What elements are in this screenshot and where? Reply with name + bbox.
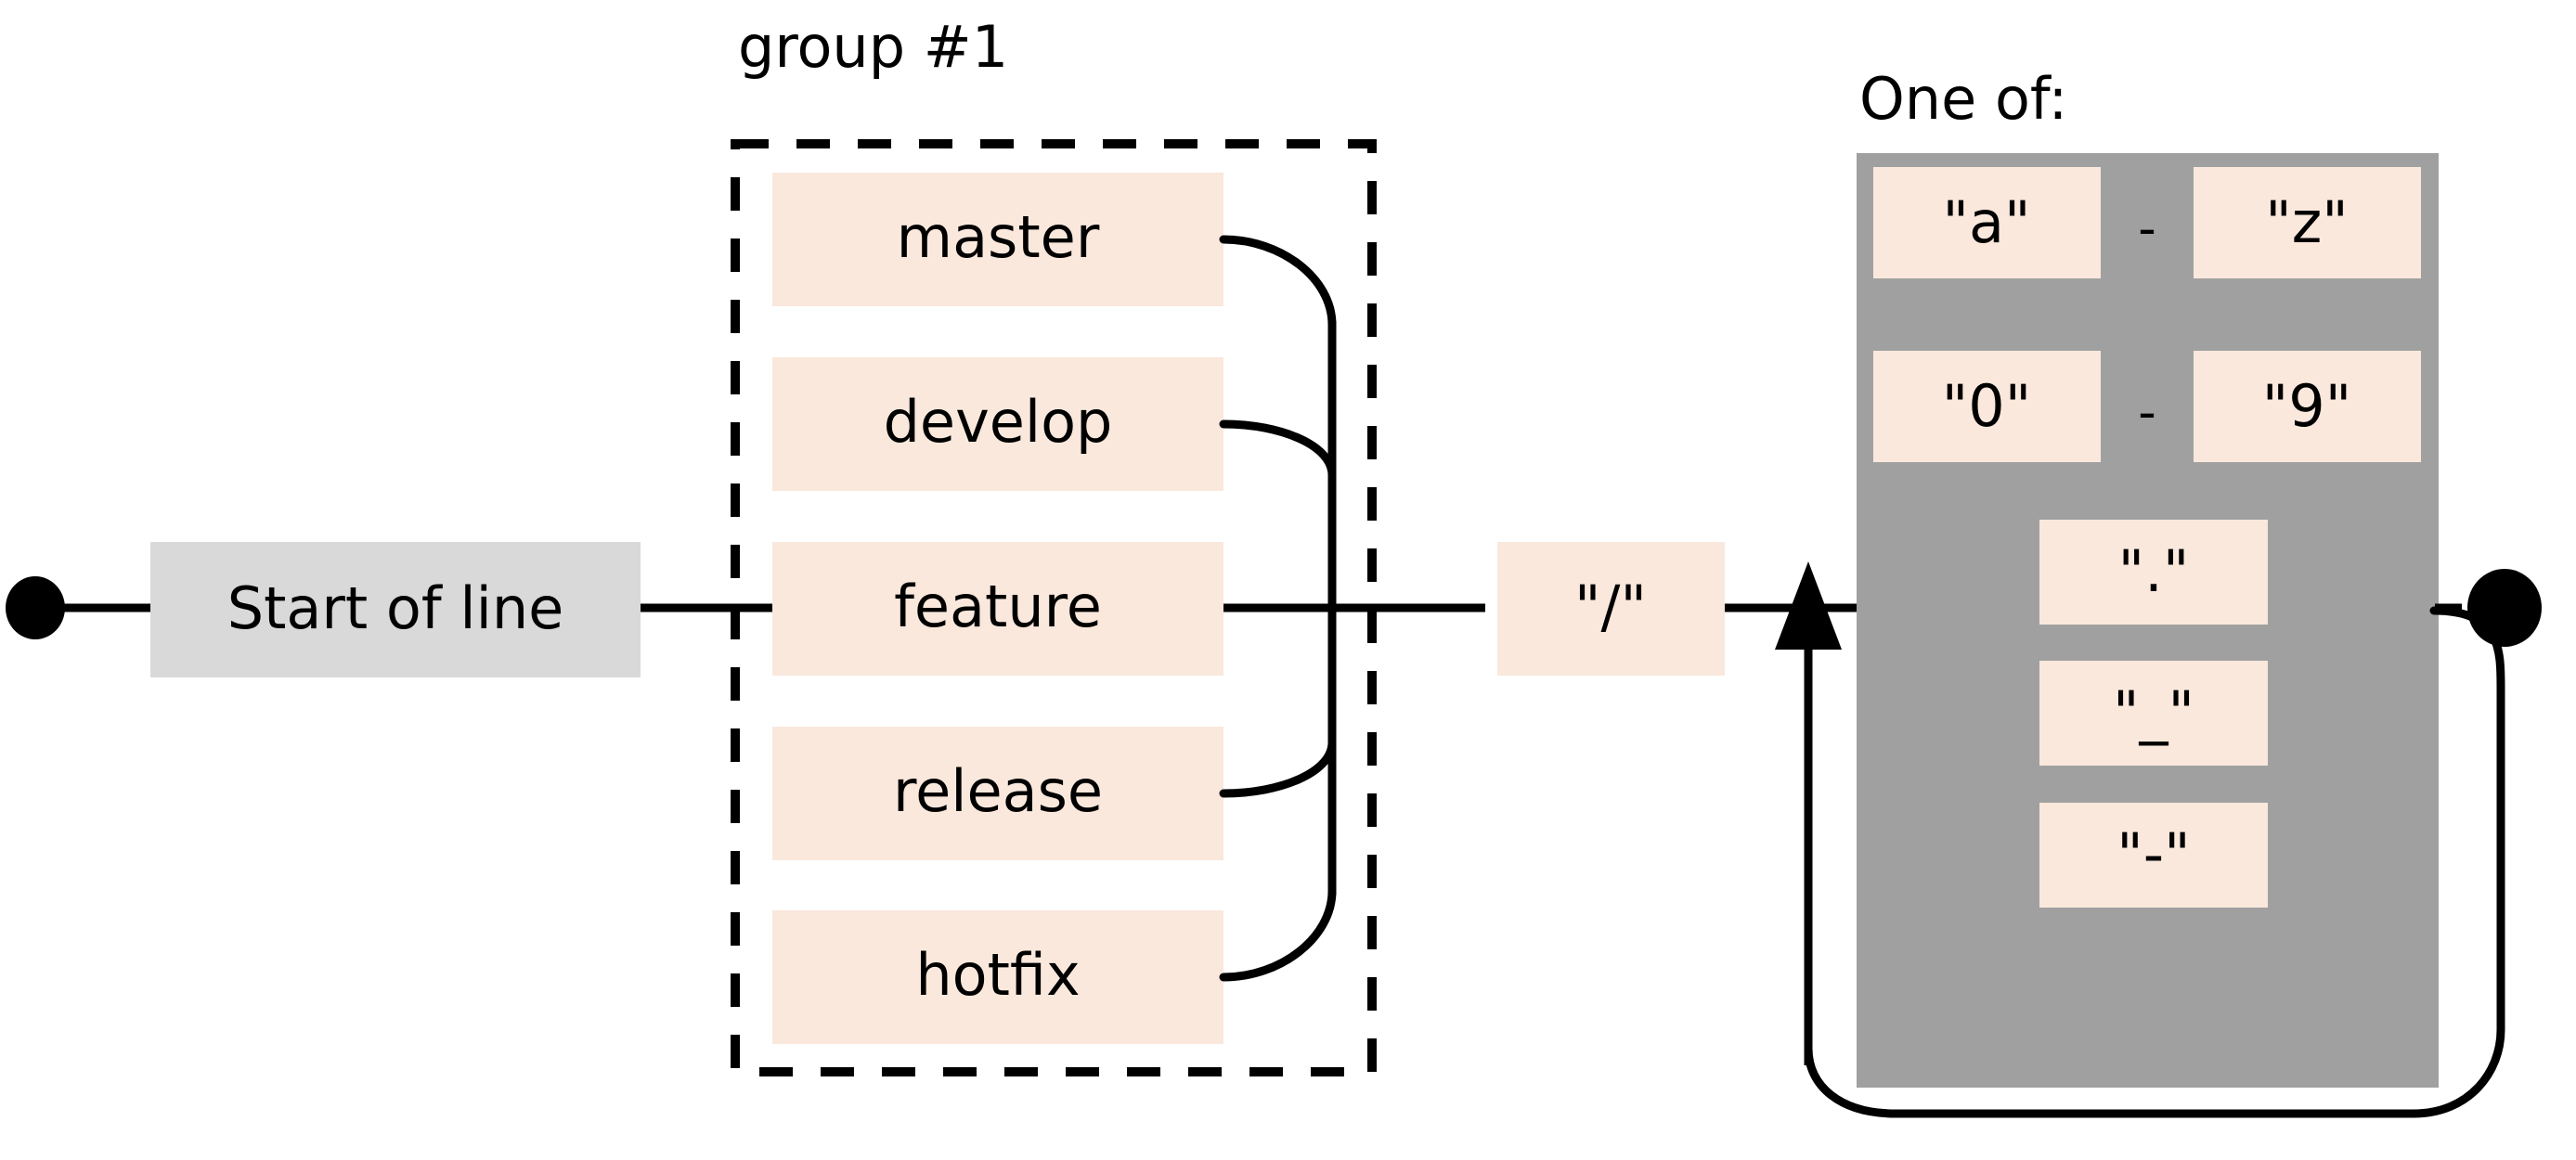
group-connector-1 xyxy=(1219,419,1337,480)
loop-arrowhead-icon xyxy=(1775,561,1842,650)
charclass-range-from-label-0: "a" xyxy=(1942,188,2030,256)
charclass-range-dash-0: - xyxy=(2138,200,2156,258)
end-terminal-dot xyxy=(2467,569,2542,647)
charclass-single-box-2[interactable] xyxy=(2039,803,2268,908)
charclass-range-to-box-0[interactable] xyxy=(2194,167,2421,278)
group-alternative-label-3: release xyxy=(893,757,1103,825)
charclass-range-to-label-1: "9" xyxy=(2262,372,2351,440)
separator-box[interactable] xyxy=(1497,542,1725,676)
group-connector-0 xyxy=(1219,235,1337,329)
anchor-label: Start of line xyxy=(227,574,564,642)
group-alternative-box-2[interactable] xyxy=(772,542,1223,676)
loop-back-path xyxy=(1804,606,2505,1118)
group-alternative-label-1: develop xyxy=(884,388,1113,456)
anchor-box[interactable] xyxy=(150,542,641,677)
group-alternative-label-2: feature xyxy=(894,573,1102,640)
charclass-range-from-box-1[interactable] xyxy=(1873,351,2101,462)
charclass-caption: One of: xyxy=(1859,65,2067,133)
charclass-range-from-label-1: "0" xyxy=(1942,372,2031,440)
group-caption: group #1 xyxy=(738,13,1008,81)
group-alternative-label-0: master xyxy=(897,203,1100,271)
charclass-single-label-2: "-" xyxy=(2116,820,2190,888)
charclass-range-to-box-1[interactable] xyxy=(2194,351,2421,462)
charclass-single-label-0: "." xyxy=(2118,537,2190,605)
group-alternative-box-1[interactable] xyxy=(772,357,1223,491)
charclass-range-dash-1: - xyxy=(2138,383,2156,442)
charclass-single-box-0[interactable] xyxy=(2039,520,2268,625)
start-terminal-dot xyxy=(6,576,65,639)
charclass-single-label-1: "_" xyxy=(2113,678,2194,746)
group-alternative-label-4: hotfix xyxy=(915,941,1080,1009)
charclass-range-to-label-0: "z" xyxy=(2265,188,2349,256)
separator-label: "/" xyxy=(1574,573,1647,640)
group-alternative-box-3[interactable] xyxy=(772,727,1223,860)
group-alternative-box-4[interactable] xyxy=(772,910,1223,1044)
group-alternative-box-0[interactable] xyxy=(772,173,1223,306)
charclass-single-box-1[interactable] xyxy=(2039,661,2268,766)
group-dashed-border xyxy=(731,139,1377,1076)
group-connector-3 xyxy=(1219,738,1337,798)
group-connector-4 xyxy=(1219,886,1337,982)
charclass-range-from-box-0[interactable] xyxy=(1873,167,2101,278)
